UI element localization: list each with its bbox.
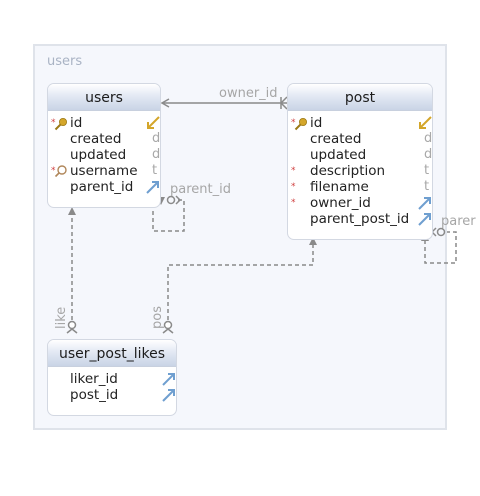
- required-marker: *: [291, 182, 296, 192]
- unique-index-icon: [54, 165, 67, 178]
- users-table-header[interactable]: users: [48, 84, 160, 111]
- foreign-key-arrow-icon: [146, 181, 159, 194]
- foreign-key-arrow-icon: [162, 389, 175, 402]
- users-parent-label: parent_id: [170, 182, 231, 197]
- post-parent-loop: [424, 231, 457, 264]
- column-created[interactable]: created: [70, 131, 122, 147]
- pos-label: pos: [150, 306, 165, 329]
- column-id[interactable]: id: [70, 115, 83, 131]
- column-updated[interactable]: updated: [70, 147, 127, 163]
- post-table-header[interactable]: post: [288, 84, 432, 111]
- column-created[interactable]: created: [310, 131, 362, 147]
- column-description[interactable]: description: [310, 163, 386, 179]
- foreign-key-arrow-icon: [418, 213, 431, 226]
- foreign-key-arrow-icon: [162, 373, 175, 386]
- pos-link: [167, 244, 314, 320]
- type-hint: t: [152, 163, 158, 178]
- users-table[interactable]: users * id created updated * username pa…: [47, 83, 161, 208]
- user-post-likes-table[interactable]: user_post_likes liker_id post_id: [47, 339, 177, 416]
- column-filename[interactable]: filename: [310, 179, 369, 195]
- column-owner-id[interactable]: owner_id: [310, 195, 371, 211]
- required-marker: *: [291, 118, 296, 128]
- column-parent-post-id[interactable]: parent_post_id: [310, 211, 410, 227]
- column-post-id[interactable]: post_id: [70, 387, 119, 403]
- type-hint: d: [152, 131, 161, 146]
- group-title: users: [47, 54, 83, 69]
- column-parent-id[interactable]: parent_id: [70, 179, 134, 195]
- type-hint: d: [424, 131, 433, 146]
- post-table[interactable]: post * id created updated * description …: [287, 83, 433, 240]
- column-updated[interactable]: updated: [310, 147, 367, 163]
- primary-key-icon: [54, 118, 67, 131]
- type-hint: t: [424, 163, 430, 178]
- post-parent-label: parer: [441, 214, 476, 229]
- required-marker: *: [291, 198, 296, 208]
- column-id[interactable]: id: [310, 115, 323, 131]
- foreign-key-arrow-icon: [418, 197, 431, 210]
- primary-key-icon: [294, 118, 307, 131]
- referenced-arrow-icon: [419, 116, 432, 129]
- required-marker: *: [291, 166, 296, 176]
- type-hint: t: [424, 179, 430, 194]
- required-marker: *: [51, 166, 56, 176]
- owner-arrowhead: [160, 98, 170, 108]
- column-username[interactable]: username: [70, 163, 138, 179]
- referenced-arrow-icon: [147, 116, 160, 129]
- owner-id-label: owner_id: [219, 86, 278, 101]
- column-liker-id[interactable]: liker_id: [70, 371, 118, 387]
- like-label: like: [54, 306, 69, 329]
- type-hint: d: [424, 147, 433, 162]
- required-marker: *: [51, 118, 56, 128]
- user-post-likes-table-header[interactable]: user_post_likes: [48, 340, 176, 367]
- type-hint: d: [152, 147, 161, 162]
